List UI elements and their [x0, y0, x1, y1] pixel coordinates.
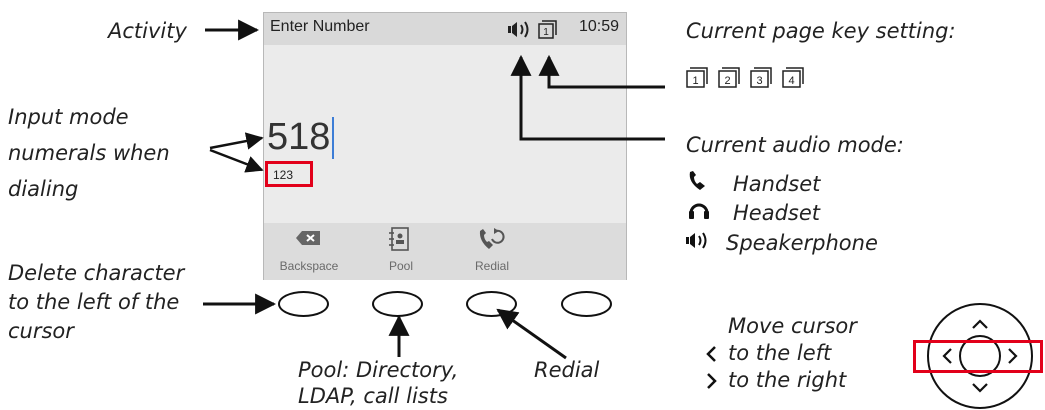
softkey-pool[interactable]: Pool: [356, 223, 446, 280]
softkey-label: Redial: [474, 259, 510, 273]
page-key-3-icon: 3: [750, 67, 772, 88]
backspace-icon: [296, 231, 320, 245]
softkey-redial[interactable]: Redial: [447, 223, 537, 280]
activity-title: Enter Number: [270, 18, 370, 35]
input-mode-note-2: numerals when: [8, 141, 170, 165]
speaker-icon: [508, 21, 529, 38]
pool-note-1: Pool: Directory,: [298, 358, 459, 382]
hardware-softkey-3[interactable]: [466, 291, 517, 317]
softkey-backspace[interactable]: Backspace: [264, 223, 354, 280]
text-cursor: [332, 117, 334, 159]
input-mode-note-3: dialing: [8, 177, 79, 201]
input-mode-indicator: 123: [265, 161, 313, 187]
page-key-1-icon: 1: [686, 67, 708, 88]
speaker-icon: [686, 232, 707, 249]
page-key-number: 1: [543, 27, 549, 38]
hardware-softkey-1[interactable]: [278, 291, 329, 317]
page-key-4-label: 4: [788, 75, 794, 87]
nav-left-icon: [942, 348, 952, 364]
redial-note: Redial: [534, 358, 600, 382]
directory-icon: [389, 227, 409, 251]
audio-mode-arrow: [510, 54, 665, 141]
handset-label: Handset: [733, 172, 821, 196]
activity-note: Activity: [108, 19, 187, 43]
headset-icon: [689, 203, 709, 219]
page-key-title: Current page key setting:: [686, 19, 956, 43]
phone-display: Enter Number 1 10:59 518 123 Backspace: [263, 12, 627, 280]
dialed-number: 518: [267, 116, 331, 158]
input-mode-arrow-1: [209, 132, 264, 150]
redial-icon: [479, 228, 505, 249]
page-key-4-icon: 4: [782, 67, 804, 88]
page-key-1-label: 1: [692, 75, 698, 87]
page-key-2-icon: 2: [718, 67, 740, 88]
input-mode-arrow-2: [209, 148, 264, 173]
chevron-left-icon: [706, 346, 716, 362]
hardware-softkey-4[interactable]: [561, 291, 612, 317]
nav-ok-button: [959, 335, 1001, 377]
redial-arrow: [496, 308, 567, 360]
page-key-2-label: 2: [724, 75, 730, 87]
input-mode-label: 123: [273, 168, 294, 182]
page-key-arrow: [538, 54, 665, 89]
page-key-icon: 1: [538, 20, 557, 39]
cursor-right-label: to the right: [728, 368, 847, 392]
softkey-label: Pool: [388, 259, 414, 273]
cursor-keys-highlight: [913, 340, 1043, 373]
softkey-label: Backspace: [279, 259, 339, 273]
chevron-right-icon: [707, 373, 717, 389]
softkey-bar: Backspace Pool Redial: [264, 223, 626, 280]
headset-label: Headset: [733, 201, 821, 225]
audio-mode-title: Current audio mode:: [686, 133, 904, 157]
navigation-key[interactable]: [914, 290, 1045, 410]
nav-right-icon: [1008, 348, 1018, 364]
status-bar: Enter Number 1 10:59: [264, 13, 626, 45]
page-key-3-label: 3: [756, 75, 762, 87]
delete-note-2: to the left of the: [8, 290, 180, 314]
delete-note-1: Delete character: [8, 261, 185, 285]
nav-up-icon: [972, 319, 988, 329]
pool-note-2: LDAP, call lists: [298, 384, 448, 408]
nav-down-icon: [972, 383, 988, 393]
clock: 10:59: [578, 18, 619, 35]
handset-icon: [689, 171, 705, 190]
cursor-left-label: to the left: [728, 341, 832, 365]
delete-note-3: cursor: [8, 319, 74, 343]
move-cursor-title: Move cursor: [728, 314, 857, 338]
input-mode-note-1: Input mode: [8, 105, 129, 129]
speakerphone-label: Speakerphone: [726, 231, 878, 255]
